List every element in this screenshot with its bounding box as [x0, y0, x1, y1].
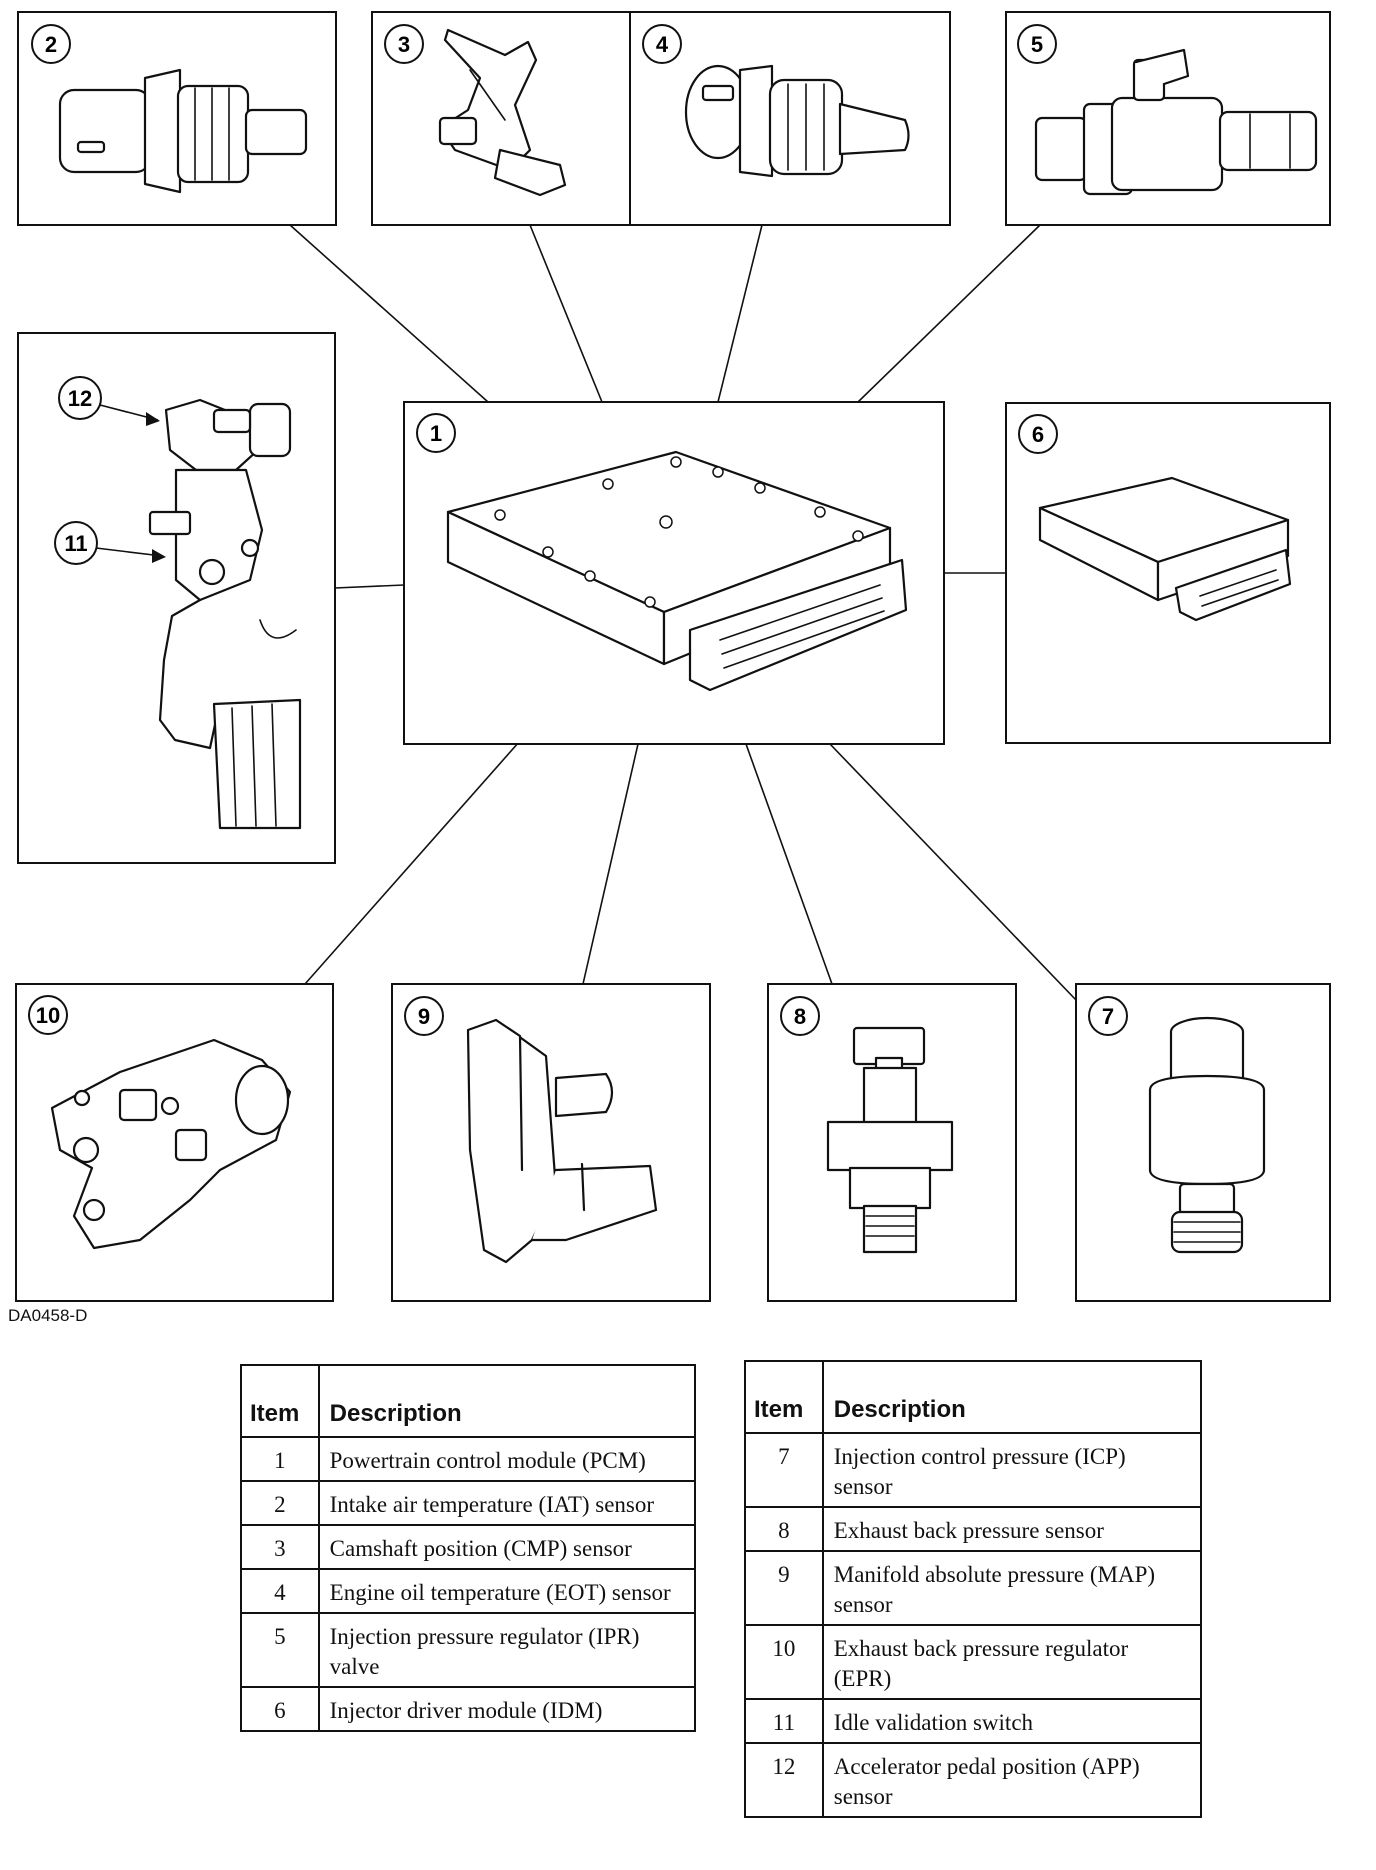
callout-7: 7	[1102, 1004, 1114, 1029]
legend-table-right: Item Description 7 Injection control pre…	[744, 1360, 1203, 1818]
leader-5	[857, 224, 1041, 403]
callout-circle-1	[416, 413, 456, 453]
callout-circle-3	[384, 24, 424, 64]
item-number: 1	[240, 1436, 320, 1482]
item-number: 11	[744, 1698, 824, 1744]
accelerator-pedal-icon	[148, 398, 302, 830]
callout-6: 6	[1032, 422, 1044, 447]
callout-circle-4	[642, 24, 682, 64]
callout-circle-2	[31, 24, 71, 64]
map-sensor-icon	[466, 1018, 658, 1264]
panel-4-eot-sensor: 4	[629, 11, 951, 226]
panel-7-icp-sensor: 7	[1075, 983, 1331, 1302]
callout-4: 4	[656, 32, 669, 57]
callout-circle-9	[404, 996, 444, 1036]
item-description: Accelerator pedal position (APP) sensor	[821, 1742, 1203, 1818]
epr-icon	[50, 1038, 292, 1250]
ipr-valve-icon	[1034, 48, 1318, 196]
leader-9	[582, 743, 639, 985]
leader-3	[529, 224, 603, 403]
callout-8: 8	[794, 1004, 806, 1029]
callout-2: 2	[45, 32, 57, 57]
cmp-sensor-icon	[438, 28, 567, 197]
leader-8	[745, 743, 833, 985]
callout-circle-11	[54, 521, 98, 565]
callout-11: 11	[64, 531, 87, 556]
ebp-sensor-icon	[826, 1026, 954, 1254]
item-description: Injection control pressure (ICP) sensor	[821, 1432, 1203, 1508]
table-row: 10 Exhaust back pressure regulator (EPR)	[744, 1624, 1203, 1700]
icp-sensor-icon	[1148, 1016, 1266, 1254]
item-description: Exhaust back pressure sensor	[821, 1506, 1203, 1552]
callout-1: 1	[430, 421, 442, 446]
header-description: Description	[821, 1360, 1203, 1434]
iat-sensor-icon	[58, 68, 308, 194]
callout-circle-10	[28, 995, 68, 1035]
item-description: Exhaust back pressure regulator (EPR)	[821, 1624, 1203, 1700]
table-row: 3 Camshaft position (CMP) sensor	[240, 1524, 697, 1570]
header-item: Item	[744, 1360, 824, 1434]
table-row: 4 Engine oil temperature (EOT) sensor	[240, 1568, 697, 1614]
callout-circle-7	[1088, 996, 1128, 1036]
header-item: Item	[240, 1364, 320, 1438]
item-description: Injection pressure regulator (IPR) valve	[317, 1612, 697, 1688]
table-row: 9 Manifold absolute pressure (MAP) senso…	[744, 1550, 1203, 1626]
pcm-icon	[446, 450, 908, 692]
table-row: 12 Accelerator pedal position (APP) sens…	[744, 1742, 1203, 1818]
item-description: Camshaft position (CMP) sensor	[317, 1524, 697, 1570]
callout-circle-5	[1017, 24, 1057, 64]
callout-circle-6	[1018, 414, 1058, 454]
legend-table-left: Item Description 1 Powertrain control mo…	[240, 1364, 697, 1732]
table-row: 1 Powertrain control module (PCM)	[240, 1436, 697, 1482]
callout-5: 5	[1031, 32, 1043, 57]
leader-2	[289, 224, 489, 403]
panel-5-ipr-valve: 5	[1005, 11, 1331, 226]
callout-circle-12	[58, 376, 102, 420]
item-number: 9	[744, 1550, 824, 1626]
item-number: 5	[240, 1612, 320, 1688]
callout-circle-8	[780, 996, 820, 1036]
item-number: 4	[240, 1568, 320, 1614]
leader-11-12	[334, 584, 405, 589]
callout-12: 12	[68, 386, 92, 411]
item-number: 10	[744, 1624, 824, 1700]
item-description: Engine oil temperature (EOT) sensor	[317, 1568, 697, 1614]
panel-8-ebp-sensor: 8	[767, 983, 1017, 1302]
panel-10-epr: 10	[15, 983, 334, 1302]
table-row: 2 Intake air temperature (IAT) sensor	[240, 1480, 697, 1526]
table-row: 5 Injection pressure regulator (IPR) val…	[240, 1612, 697, 1688]
item-number: 3	[240, 1524, 320, 1570]
item-number: 6	[240, 1686, 320, 1732]
panel-1-pcm: 1	[403, 401, 945, 745]
idm-icon	[1038, 476, 1292, 622]
panel-11-12-pedal: 12 11	[17, 332, 336, 864]
item-description: Idle validation switch	[821, 1698, 1203, 1744]
eot-sensor-icon	[684, 64, 910, 178]
item-number: 2	[240, 1480, 320, 1526]
component-diagram: 2 3 4	[15, 11, 1331, 1302]
item-number: 12	[744, 1742, 824, 1818]
panel-9-map-sensor: 9	[391, 983, 711, 1302]
item-number: 7	[744, 1432, 824, 1508]
legend-header-row: Item Description	[240, 1364, 697, 1438]
item-description: Injector driver module (IDM)	[317, 1686, 697, 1732]
callout-9: 9	[418, 1004, 430, 1029]
leader-4	[717, 224, 763, 403]
callout-3: 3	[398, 32, 410, 57]
figure-id: DA0458-D	[8, 1306, 88, 1325]
table-row: 11 Idle validation switch	[744, 1698, 1203, 1744]
panel-2-iat-sensor: 2	[17, 11, 337, 226]
callout-10: 10	[36, 1003, 60, 1028]
item-description: Manifold absolute pressure (MAP) sensor	[821, 1550, 1203, 1626]
item-number: 8	[744, 1506, 824, 1552]
item-description: Intake air temperature (IAT) sensor	[317, 1480, 697, 1526]
item-description: Powertrain control module (PCM)	[317, 1436, 697, 1482]
table-row: 6 Injector driver module (IDM)	[240, 1686, 697, 1732]
table-row: 8 Exhaust back pressure sensor	[744, 1506, 1203, 1552]
leader-7	[829, 743, 1077, 1001]
table-row: 7 Injection control pressure (ICP) senso…	[744, 1432, 1203, 1508]
panel-6-idm: 6	[1005, 402, 1331, 744]
header-description: Description	[317, 1364, 697, 1438]
legend-header-row: Item Description	[744, 1360, 1203, 1434]
